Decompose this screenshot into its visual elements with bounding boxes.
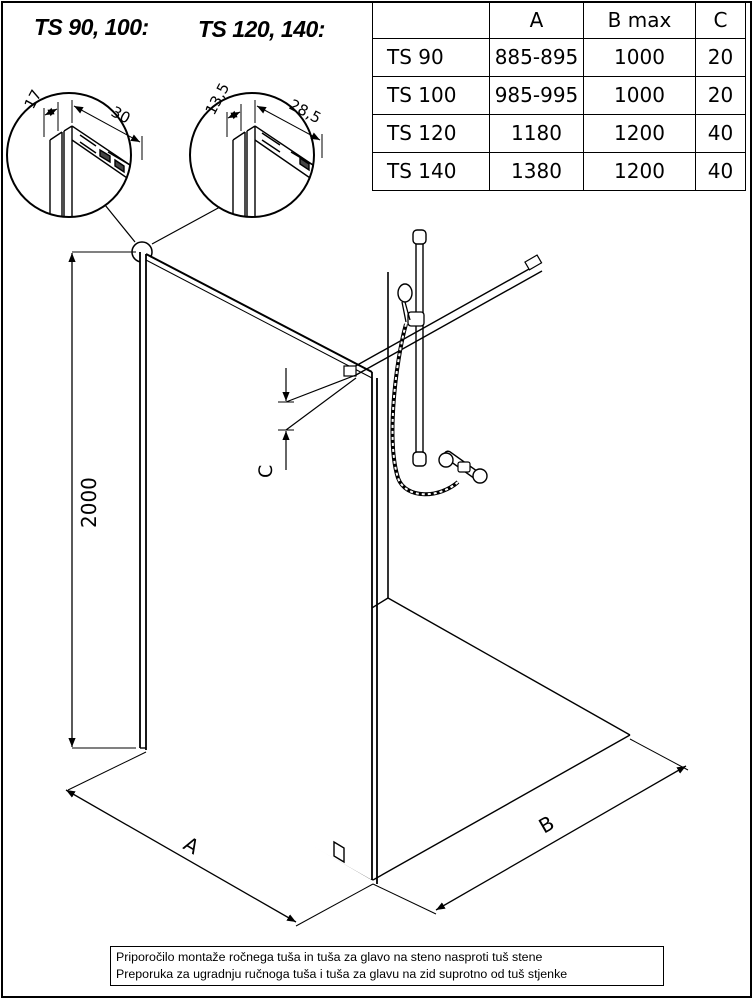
table-cell-model: TS 140 xyxy=(372,151,490,192)
dimension-c-label: C xyxy=(255,465,277,478)
table-row: TS 90 885-895 1000 20 xyxy=(372,37,746,77)
spec-table: A B max C TS 90 885-895 1000 20 TS 100 9… xyxy=(372,2,746,192)
dimension-c: C xyxy=(255,368,294,478)
dimension-height: 2000 xyxy=(68,251,136,749)
table-cell-c: 40 xyxy=(695,113,746,153)
mixer-body xyxy=(457,461,471,473)
table-header-cell: B max xyxy=(583,2,696,39)
profile-detail-ts-90-100: 17 30 xyxy=(6,87,143,218)
rail-bottom-bracket xyxy=(412,451,427,467)
installation-note: Priporočilo montaže ročnega tuša in tuša… xyxy=(110,946,664,986)
shower-set xyxy=(390,229,488,497)
header-ts-120-140: TS 120, 140: xyxy=(198,16,325,42)
slider-holder xyxy=(407,311,425,327)
table-cell-c: 40 xyxy=(695,151,746,192)
table-cell-a: 1180 xyxy=(489,113,584,153)
profile-detail-ts-120-140: 13,5 28,5 xyxy=(189,80,324,218)
stabilizer-bar xyxy=(285,254,543,431)
table-cell-b-max: 1000 xyxy=(583,75,696,115)
dimension-a-label: A xyxy=(180,832,204,860)
table-row: TS 100 985-995 1000 20 xyxy=(372,75,746,115)
glass-panel xyxy=(139,252,378,884)
note-line-1: Priporočilo montaže ročnega tuša in tuša… xyxy=(116,950,543,964)
table-cell-a: 985-995 xyxy=(489,75,584,115)
dimension-b: B xyxy=(372,738,689,915)
dimension-b-label: B xyxy=(535,811,559,839)
table-cell-a: 885-895 xyxy=(489,37,584,77)
table-cell-c: 20 xyxy=(695,37,746,77)
glass-holder-clip xyxy=(333,840,345,864)
mixer-knob-right xyxy=(472,468,488,484)
mixer-knob-left xyxy=(438,452,454,468)
detail-leader-line xyxy=(104,204,136,243)
table-row: TS 140 1380 1200 40 xyxy=(372,151,746,192)
header-ts-90-100: TS 90, 100: xyxy=(34,14,149,40)
table-header-cell: A xyxy=(489,2,584,39)
table-row: TS 120 1180 1200 40 xyxy=(372,113,746,153)
rail-top-bracket xyxy=(412,229,427,245)
hand-shower-head xyxy=(397,283,413,303)
table-cell-a: 1380 xyxy=(489,151,584,192)
table-cell-model: TS 90 xyxy=(372,37,490,77)
detail-leader-line xyxy=(151,206,221,245)
note-line-2: Preporuka za ugradnju ručnoga tuša i tuš… xyxy=(116,967,568,981)
table-cell-b-max: 1200 xyxy=(583,151,696,192)
dimension-height-label: 2000 xyxy=(77,477,101,528)
table-cell-c: 20 xyxy=(695,75,746,115)
